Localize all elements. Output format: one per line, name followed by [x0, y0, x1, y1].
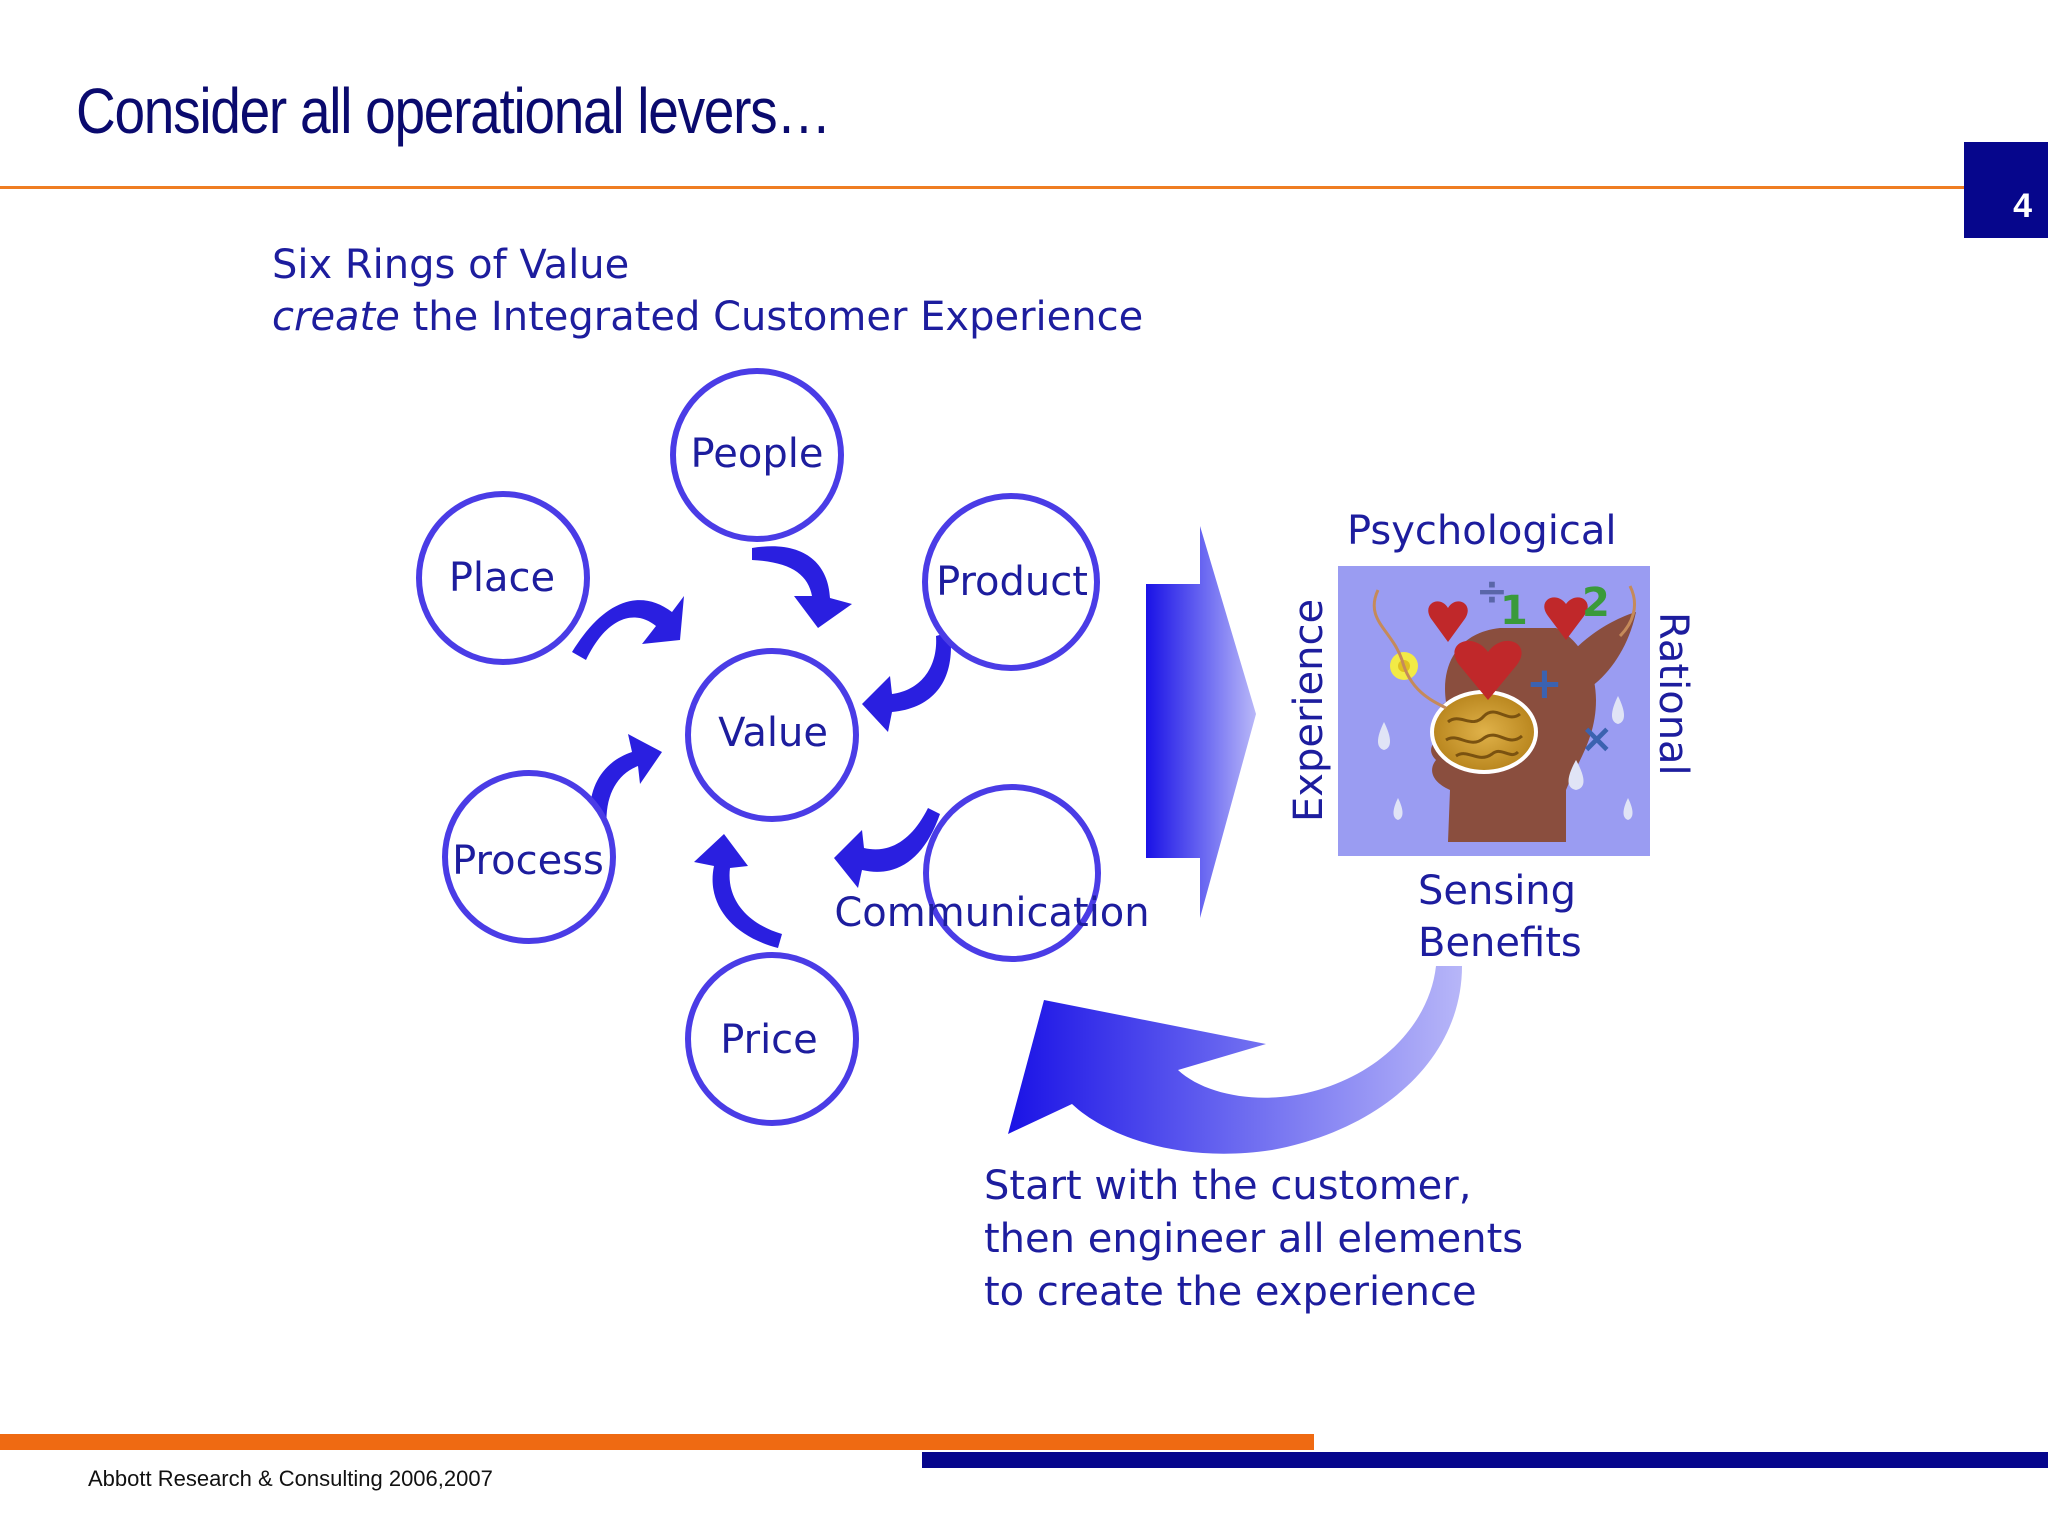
label-people: People [691, 431, 824, 477]
arrow-place-to-value [572, 596, 684, 660]
arrow-process-to-value [589, 734, 662, 850]
label-value: Value [718, 710, 828, 756]
svg-text:÷: ÷ [1476, 569, 1508, 613]
svg-text:2: 2 [1582, 580, 1610, 626]
ring-process [442, 770, 616, 944]
diagram-heading: Six Rings of Value [272, 242, 630, 288]
label-sensing: Sensing [1418, 868, 1576, 914]
label-price: Price [720, 1017, 818, 1063]
label-benefits: Benefits [1418, 920, 1582, 966]
footer-copyright: Abbott Research & Consulting 2006,2007 [88, 1466, 493, 1491]
head-flap [1556, 612, 1636, 694]
label-psychological: Psychological [1347, 508, 1616, 554]
label-product: Product [936, 559, 1088, 605]
return-arrow [1008, 966, 1462, 1154]
header-rule [0, 186, 1964, 189]
page-number: 4 [2013, 187, 2032, 225]
svg-text:1: 1 [1500, 588, 1528, 634]
arrow-product-to-value [862, 632, 951, 732]
rings [416, 368, 1101, 1126]
ring-price [685, 952, 859, 1126]
svg-text:+: + [1526, 658, 1563, 709]
subheading-italic: create [272, 294, 400, 340]
note-line-3: to create the experience [984, 1269, 1477, 1315]
ring-arrows [572, 546, 951, 948]
brain-icon [1430, 690, 1538, 774]
diagram-subheading: create the Integrated Customer Experienc… [272, 294, 1143, 340]
footer-rule-navy [922, 1452, 2048, 1468]
arrow-price-to-value [694, 834, 782, 948]
raindrop-icons [1378, 696, 1633, 820]
customer-note: Start with the customer, then engineer a… [984, 1160, 1523, 1319]
ring-place [416, 491, 590, 665]
heart-icons [1428, 597, 1588, 700]
note-line-2: then engineer all elements [984, 1216, 1524, 1262]
note-line-1: Start with the customer, [984, 1163, 1472, 1209]
subheading-rest: the Integrated Customer Experience [399, 294, 1144, 340]
svg-text:×: × [1580, 716, 1614, 762]
ring-communication [923, 784, 1101, 962]
big-right-arrow [1146, 526, 1256, 918]
experience-labels: Psychological Sensing Benefits Experienc… [1286, 508, 1696, 966]
label-process: Process [452, 838, 604, 884]
label-experience: Experience [1286, 599, 1332, 822]
arrow-communication-to-value [834, 808, 940, 888]
experience-box: ÷ 1 2 + × [1338, 566, 1650, 856]
ring-labels: Value People Product Communication Price… [449, 431, 1150, 1063]
page-number-badge: 4 [1964, 142, 2048, 238]
footer-rule-orange [0, 1434, 1314, 1450]
label-communication: Communication [834, 890, 1149, 936]
label-rational: Rational [1650, 612, 1696, 776]
math-symbols: ÷ 1 2 + × [1476, 569, 1614, 762]
label-place: Place [449, 555, 555, 601]
ring-people [670, 368, 844, 542]
ring-product [922, 493, 1100, 671]
slide-title: Consider all operational levers… [76, 75, 831, 147]
arrow-people-to-value [752, 546, 852, 628]
ring-value [685, 648, 859, 822]
